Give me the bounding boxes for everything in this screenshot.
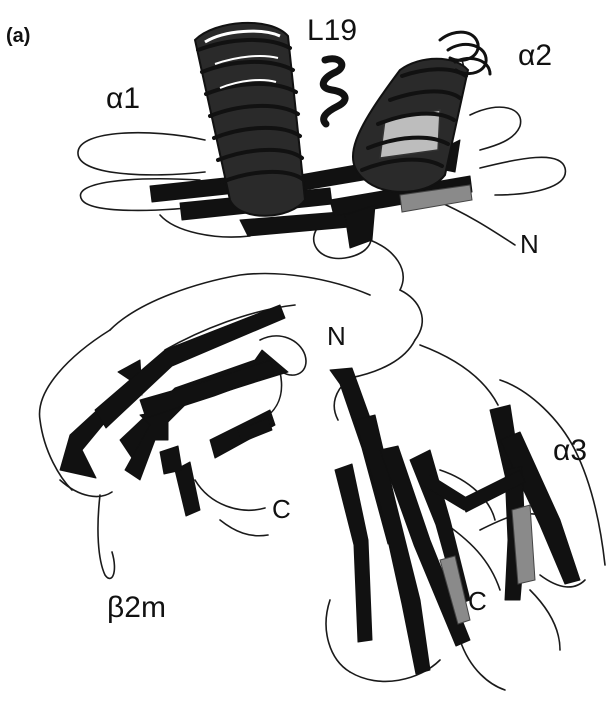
label-beta2m: β2m xyxy=(107,591,166,624)
peptide-l19-coil xyxy=(323,59,345,124)
labels: (a) α1 L19 α2 N N α3 C C β2m xyxy=(6,14,587,624)
label-n-terminus-heavy: N xyxy=(520,229,539,259)
label-n-terminus-b2m: N xyxy=(327,321,346,351)
alpha3-domain xyxy=(330,368,580,674)
label-peptide-l19: L19 xyxy=(307,14,357,47)
label-alpha2: α2 xyxy=(518,39,552,72)
alpha2-helix xyxy=(353,32,490,192)
label-c-terminus-heavy: C xyxy=(468,586,487,616)
panel-label: (a) xyxy=(6,25,30,47)
label-alpha1: α1 xyxy=(106,82,140,115)
label-c-terminus-b2m: C xyxy=(272,494,291,524)
label-alpha3: α3 xyxy=(553,434,587,467)
beta2m-domain xyxy=(60,305,288,516)
